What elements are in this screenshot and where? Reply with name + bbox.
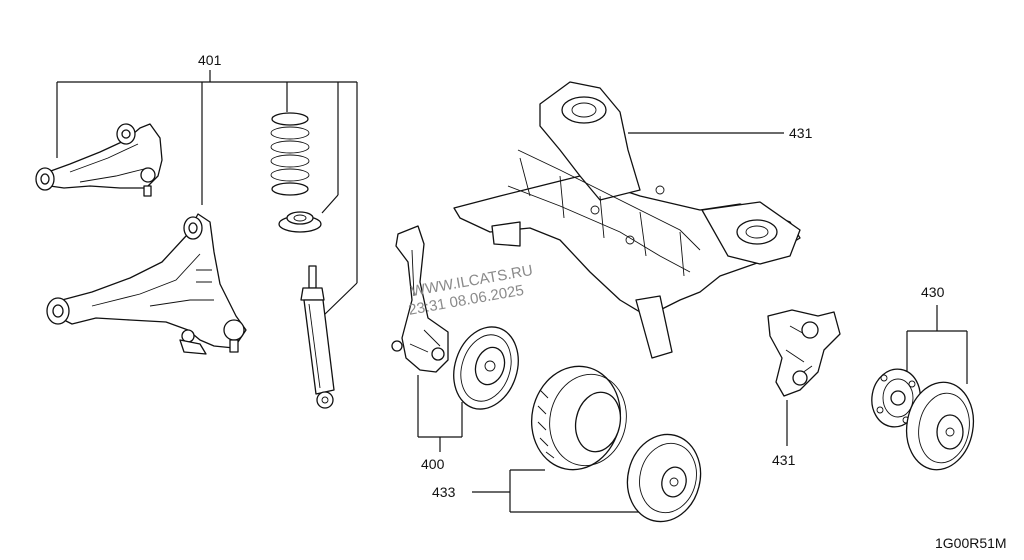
tire (530, 365, 627, 471)
coil-spring (270, 112, 310, 196)
callout-430: 430 (921, 284, 945, 300)
lower-control-arm (46, 213, 247, 355)
wheel-rim (626, 433, 702, 523)
front-brake-rotor (453, 326, 519, 410)
leader-group-400 (417, 375, 463, 452)
spring-seat (278, 211, 322, 233)
watermark: WWW.ILCATS.RU 23:31 08.06.2025 (407, 262, 534, 319)
callout-401: 401 (198, 52, 222, 68)
callout-431-frame: 431 (789, 125, 813, 141)
leader-group-401 (56, 70, 358, 317)
callout-431-knuckle: 431 (772, 452, 796, 468)
leader-group-433 (472, 469, 640, 513)
wheel-hub (871, 368, 921, 428)
rear-steering-knuckle (767, 309, 841, 397)
rear-brake-rotor (905, 381, 975, 471)
suspension-subframe (453, 81, 801, 359)
upper-control-arm (35, 123, 163, 197)
callout-400: 400 (421, 456, 445, 472)
front-steering-knuckle (391, 225, 449, 373)
callout-433: 433 (432, 484, 456, 500)
shock-absorber (300, 265, 335, 409)
leader-group-430 (906, 305, 968, 384)
diagram-code: 1G00R51M (935, 535, 1007, 551)
